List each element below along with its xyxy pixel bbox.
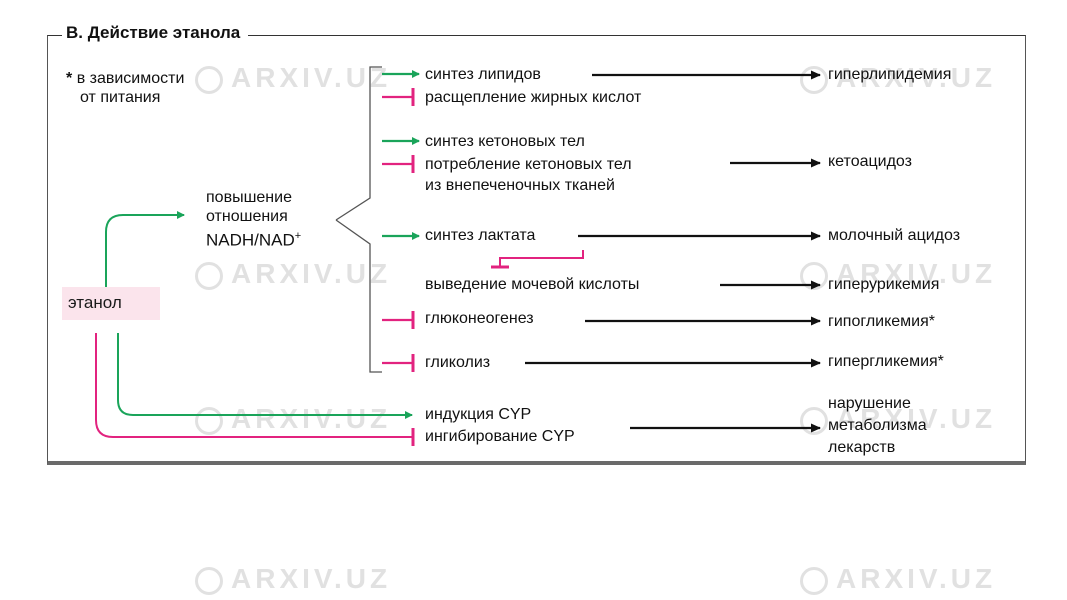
ratio-line-2: отношения (206, 208, 288, 225)
process-lactate-synthesis: синтез лактата (425, 227, 536, 244)
outcome-drug-2: метаболизма (828, 417, 927, 434)
ratio-formula: NADH/NAD (206, 230, 295, 250)
ratio-line-1: повышение (206, 189, 292, 206)
inhibit-fatty-acid-arrow (382, 88, 415, 106)
watermark-logo-icon (800, 406, 828, 435)
watermark-logo-icon (195, 406, 223, 435)
watermark: ARXIV.UZ (195, 258, 391, 290)
process-cyp-inhibition: ингибирование CYP (425, 428, 575, 445)
process-uric-acid-excretion: выведение мочевой кислоты (425, 276, 640, 293)
watermark: ARXIV.UZ (195, 403, 391, 435)
watermark-logo-icon (195, 65, 223, 94)
ratio-bracket (335, 66, 382, 221)
figure-title: В. Действие этанола (62, 23, 249, 43)
ratio-line-3: NADH/NAD+ (206, 227, 301, 250)
watermark: ARXIV.UZ (800, 62, 996, 94)
watermark-logo-icon (195, 261, 223, 290)
process-glycolysis: гликолиз (425, 354, 491, 371)
outcome-hyperuricemia: гиперурикемия (828, 276, 940, 293)
watermark-logo-icon (800, 65, 828, 94)
ethanol-to-cyp-induction-arrow (117, 333, 413, 419)
process-cyp-induction: индукция CYP (425, 406, 532, 423)
inhibit-gluconeogenesis-arrow (382, 311, 415, 329)
process-ketone-use-2: из внепеченочных тканей (425, 177, 615, 194)
ethanol-node: этанол (62, 287, 160, 320)
watermark: ARXIV.UZ (800, 563, 996, 595)
inhibit-ketone-use-arrow (382, 155, 415, 173)
footnote-line-1: в зависимости (76, 70, 185, 87)
watermark-logo-icon (800, 566, 828, 595)
ratio-bracket-lower (335, 219, 382, 373)
ethanol-to-cyp-inhibition-arrow (95, 333, 415, 446)
watermark: ARXIV.UZ (195, 62, 391, 94)
process-gluconeogenesis: глюконеогенез (425, 310, 534, 327)
outcome-ketoacidosis: кетоацидоз (828, 153, 912, 170)
ethanol-to-ratio-arrow (105, 211, 185, 287)
footnote: * в зависимости (66, 69, 184, 88)
inhibit-glycolysis-arrow (382, 354, 415, 372)
outcome-hyperglycemia: гипергликемия* (828, 353, 944, 370)
lactate-inhibits-uric-acid-arrow (491, 250, 584, 269)
process-ketone-synthesis: синтез кетоновых тел (425, 133, 585, 150)
watermark: ARXIV.UZ (800, 403, 996, 435)
outcome-drug-3: лекарств (828, 439, 896, 456)
footnote-line-2: от питания (80, 89, 161, 106)
process-lipid-synthesis: синтез липидов (425, 66, 541, 83)
watermark: ARXIV.UZ (195, 563, 391, 595)
figure-frame (47, 35, 1026, 465)
outcome-drug-1: нарушение (828, 395, 911, 412)
ethanol-label: этанол (68, 293, 122, 312)
ratio-superscript: + (294, 230, 302, 242)
outcome-hypoglycemia: гипогликемия* (828, 313, 935, 330)
footnote-star: * (66, 70, 73, 87)
outcome-hyperlipidemia: гиперлипидемия (828, 66, 952, 83)
process-ketone-use-1: потребление кетоновых тел (425, 156, 632, 173)
watermark-logo-icon (195, 566, 223, 595)
process-fatty-acid-breakdown: расщепление жирных кислот (425, 89, 642, 106)
outcome-lactic-acidosis: молочный ацидоз (828, 227, 961, 244)
